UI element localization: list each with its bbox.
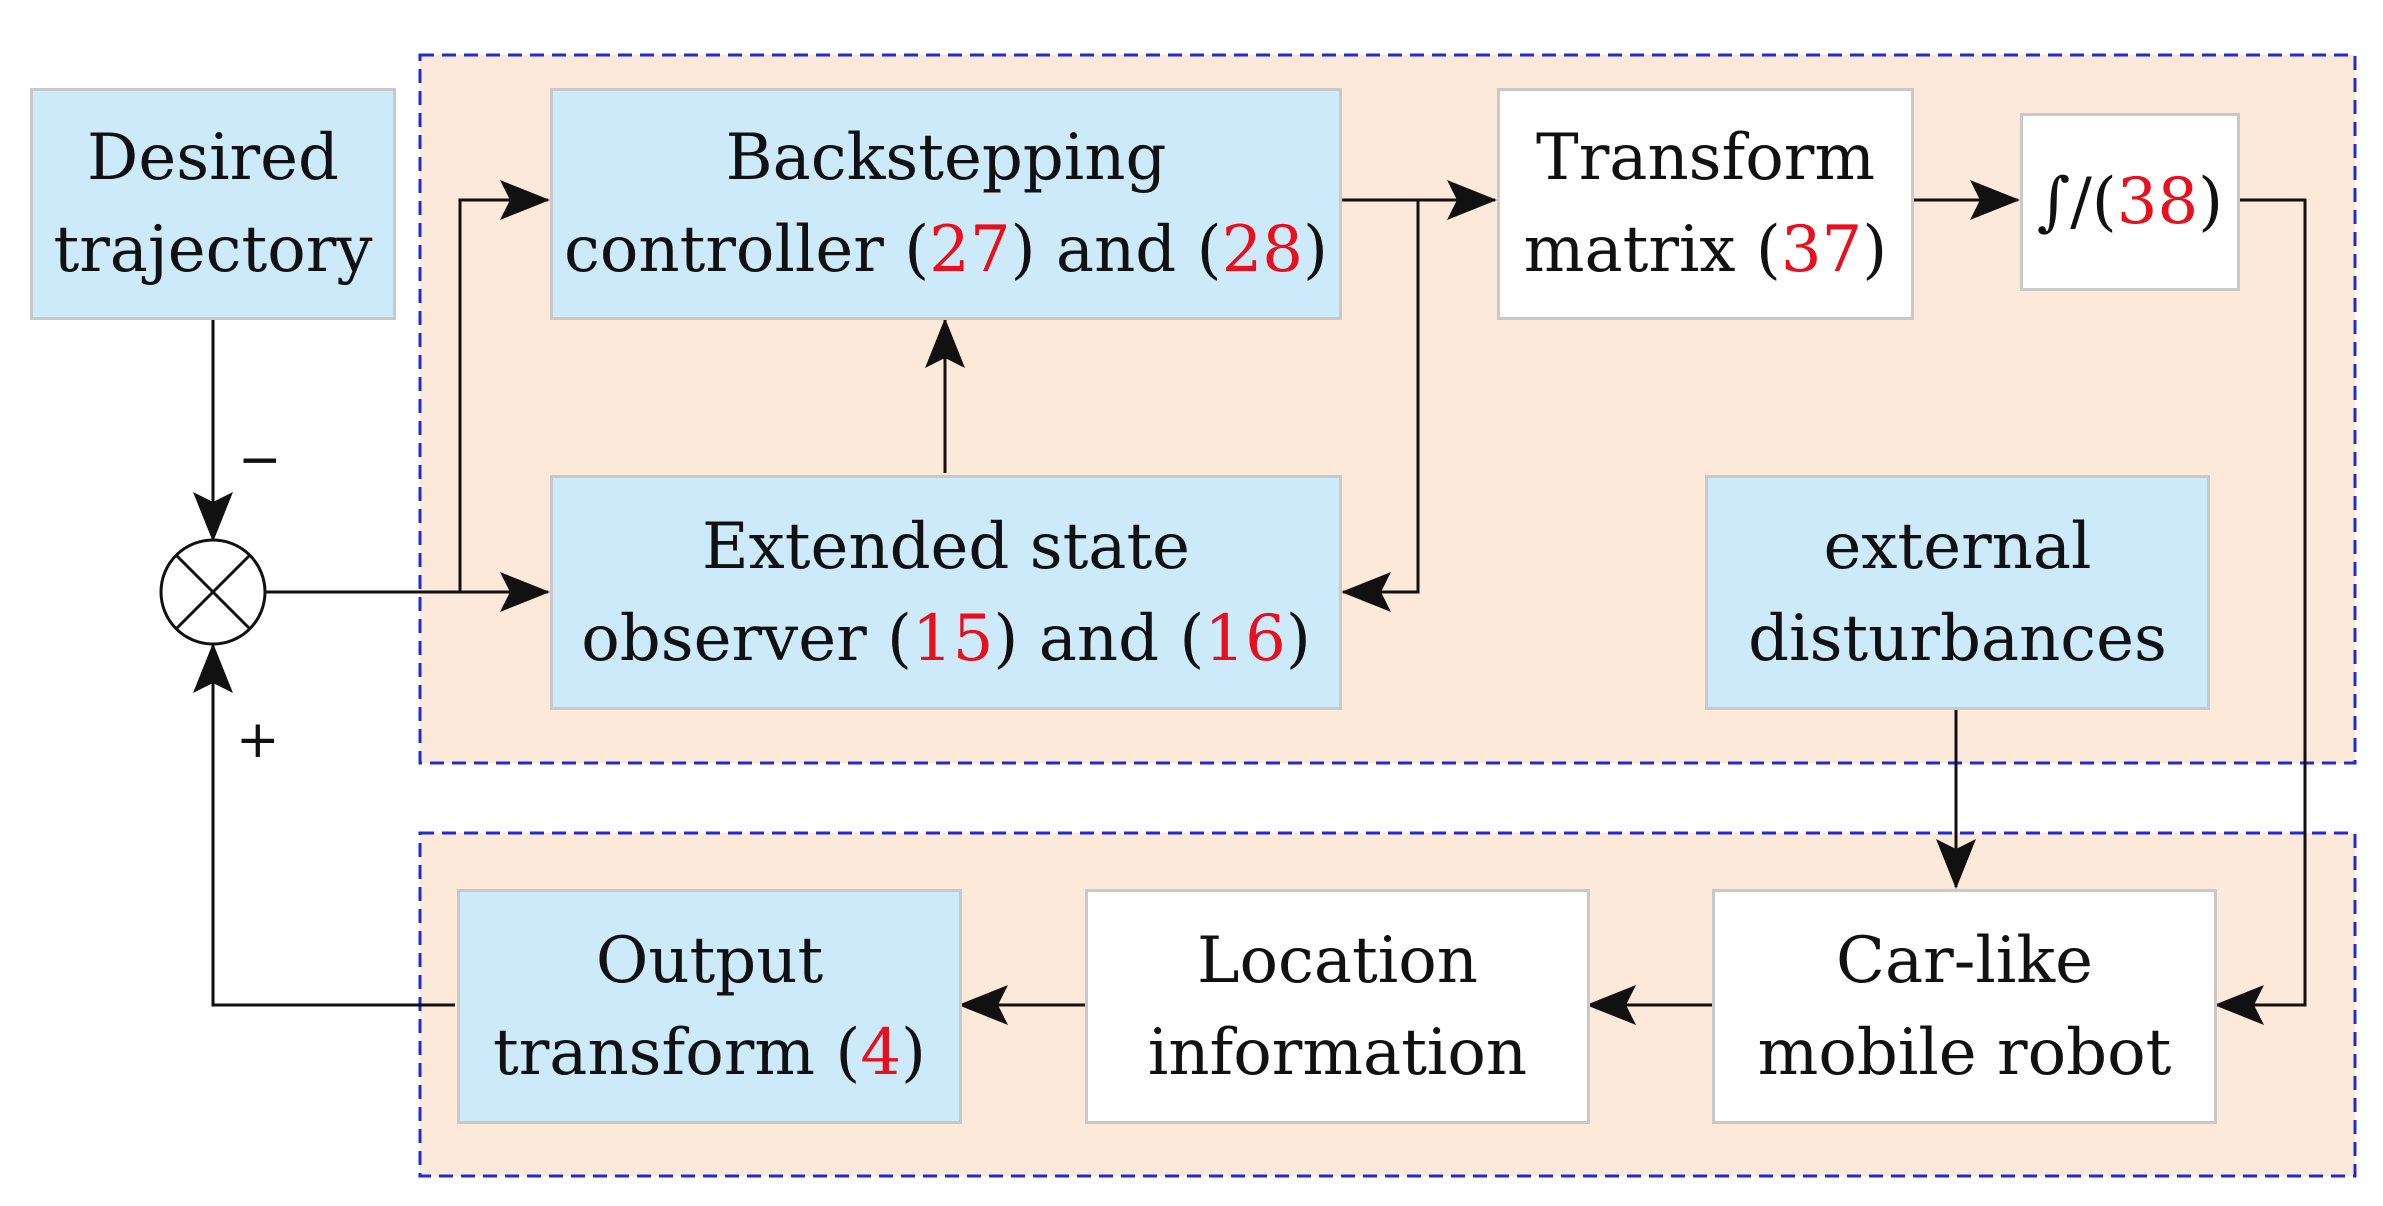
location-line2: information [1147, 1015, 1528, 1090]
minus-sign: − [238, 430, 282, 490]
eso-line2: observer (15) and (16) [581, 593, 1311, 685]
plus-sign: + [236, 710, 280, 770]
equation-ref-27: 27 [929, 213, 1011, 287]
integrator-line: ∫/(38) [2037, 156, 2223, 248]
arrow-junction-to-controller [458, 180, 550, 592]
disturbances-line2: disturbances [1748, 601, 2167, 676]
external-disturbances-block: external disturbances [1705, 475, 2210, 710]
desired-line2: trajectory [53, 213, 373, 287]
integrator-block: ∫/(38) [2020, 113, 2240, 291]
arrow-integrator-to-robot [2214, 198, 2307, 1025]
output-transform-line1: Output [595, 923, 824, 998]
backstepping-text-b: ) and ( [1010, 213, 1222, 287]
arrow-controller-output-to-observer [1341, 200, 1420, 612]
output-transform-text-a: transform ( [492, 1015, 861, 1090]
eso-text-b: ) and ( [993, 601, 1205, 676]
eso-line1: Extended state [701, 509, 1191, 584]
transform-matrix-line2: matrix (37) [1524, 204, 1887, 296]
summing-junction [159, 538, 267, 646]
desired-trajectory-block: Desired trajectory [30, 88, 396, 320]
equation-ref-15: 15 [911, 601, 994, 676]
backstepping-text-a: controller ( [564, 213, 930, 287]
backstepping-controller-block: Backstepping controller (27) and (28) [550, 88, 1342, 320]
equation-ref-28: 28 [1221, 213, 1304, 287]
backstepping-line1: Backstepping [725, 121, 1167, 195]
equation-ref-4: 4 [860, 1015, 902, 1090]
extended-state-observer-block: Extended state observer (15) and (16) [550, 475, 1342, 710]
integrator-close: ) [2198, 165, 2224, 239]
robot-line1: Car-like [1836, 923, 2093, 998]
robot-line2: mobile robot [1757, 1015, 2172, 1090]
location-line1: Location [1197, 923, 1478, 998]
eso-text-a: observer ( [581, 601, 912, 676]
backstepping-text-c: ) [1303, 213, 1328, 287]
desired-line1: Desired [87, 121, 339, 195]
transform-matrix-line1: Transform [1536, 121, 1875, 195]
car-like-mobile-robot-block: Car-like mobile robot [1712, 889, 2217, 1124]
equation-ref-38: 38 [2116, 165, 2199, 239]
equation-ref-16: 16 [1204, 601, 1286, 676]
equation-ref-37: 37 [1780, 213, 1863, 287]
output-transform-line2: transform (4) [493, 1007, 926, 1099]
integral-icon: ∫/( [2036, 165, 2117, 239]
location-information-block: Location information [1085, 889, 1590, 1124]
disturbances-line1: external [1823, 509, 2092, 584]
transform-matrix-text-a: matrix ( [1523, 213, 1781, 287]
output-transform-text-b: ) [901, 1015, 927, 1090]
transform-matrix-text-b: ) [1862, 213, 1888, 287]
eso-text-c: ) [1285, 601, 1311, 676]
output-transform-block: Output transform (4) [457, 889, 962, 1124]
backstepping-line2: controller (27) and (28) [564, 204, 1328, 296]
transform-matrix-block: Transform matrix (37) [1497, 88, 1914, 320]
arrow-output-to-junction [193, 643, 455, 1007]
